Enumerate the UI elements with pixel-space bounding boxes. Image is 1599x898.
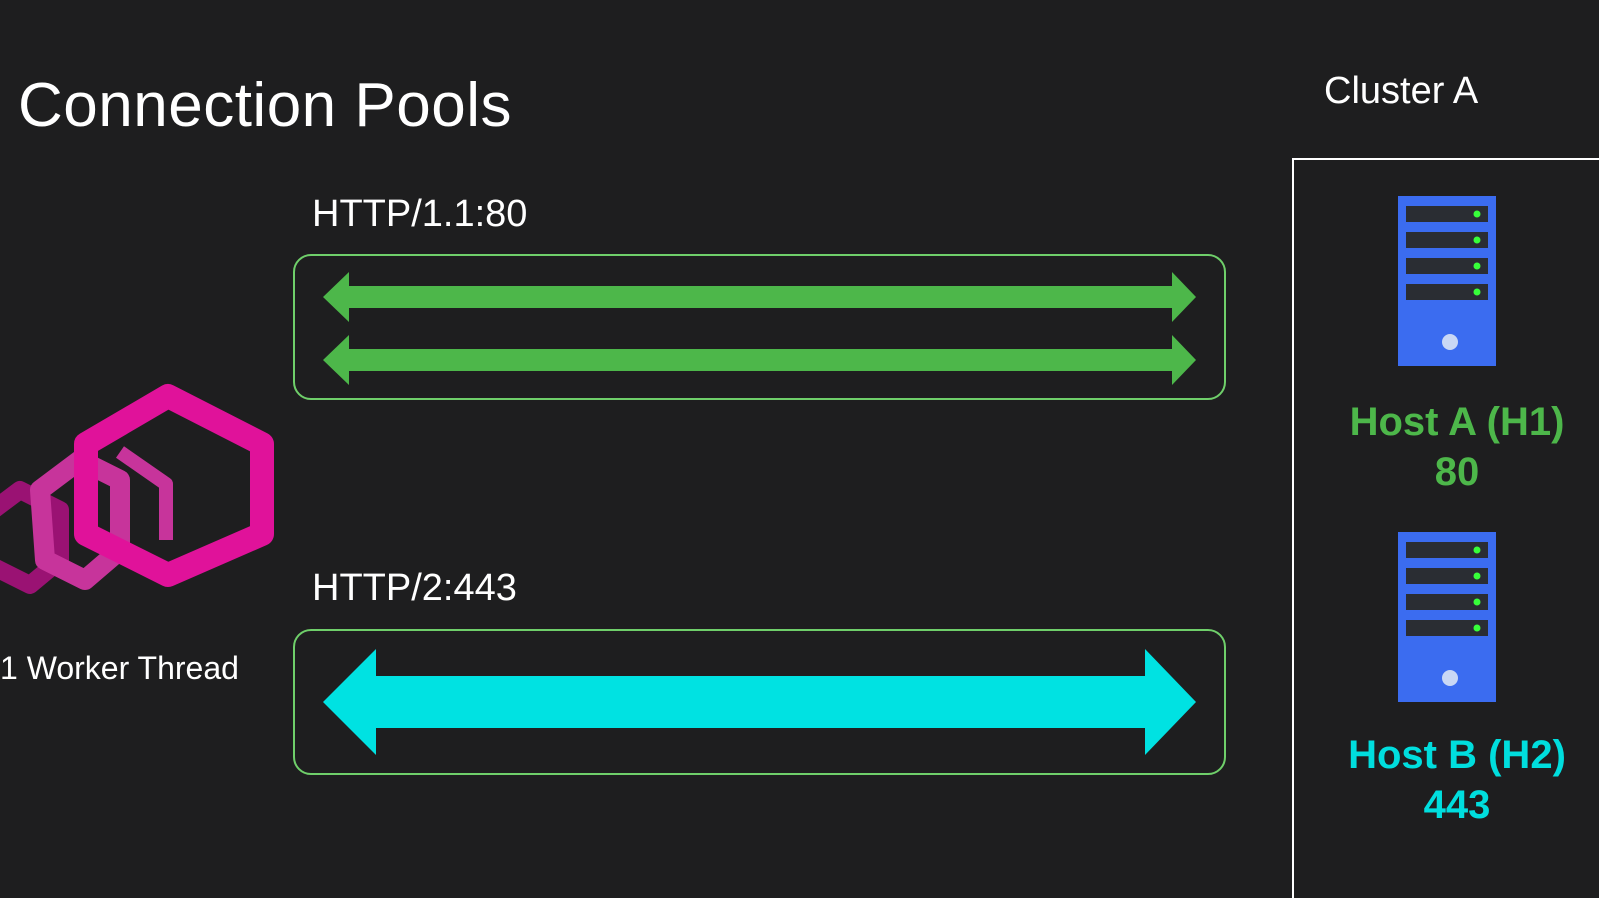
host-b-name: Host B (H2) xyxy=(1348,733,1566,777)
envoy-logo-icon xyxy=(0,384,274,594)
host-a-name: Host A (H1) xyxy=(1349,400,1565,444)
connection-arrow-3 xyxy=(323,649,1196,755)
cluster-box xyxy=(1292,158,1599,898)
pool-label-http2: HTTP/2:443 xyxy=(312,567,517,609)
pool-box-http2 xyxy=(293,629,1226,775)
pool-box-http1 xyxy=(293,254,1226,400)
connection-arrow-1 xyxy=(323,272,1196,322)
page-title: Connection Pools xyxy=(18,71,512,140)
host-b-port: 443 xyxy=(1423,783,1491,827)
connection-arrow-2 xyxy=(323,335,1196,385)
cluster-title: Cluster A xyxy=(1324,70,1479,112)
host-a-port: 80 xyxy=(1434,450,1480,494)
server-icon xyxy=(1398,532,1496,702)
pool-label-http1: HTTP/1.1:80 xyxy=(312,193,528,235)
worker-thread-label: 1 Worker Thread xyxy=(0,650,239,686)
server-icon xyxy=(1398,196,1496,366)
